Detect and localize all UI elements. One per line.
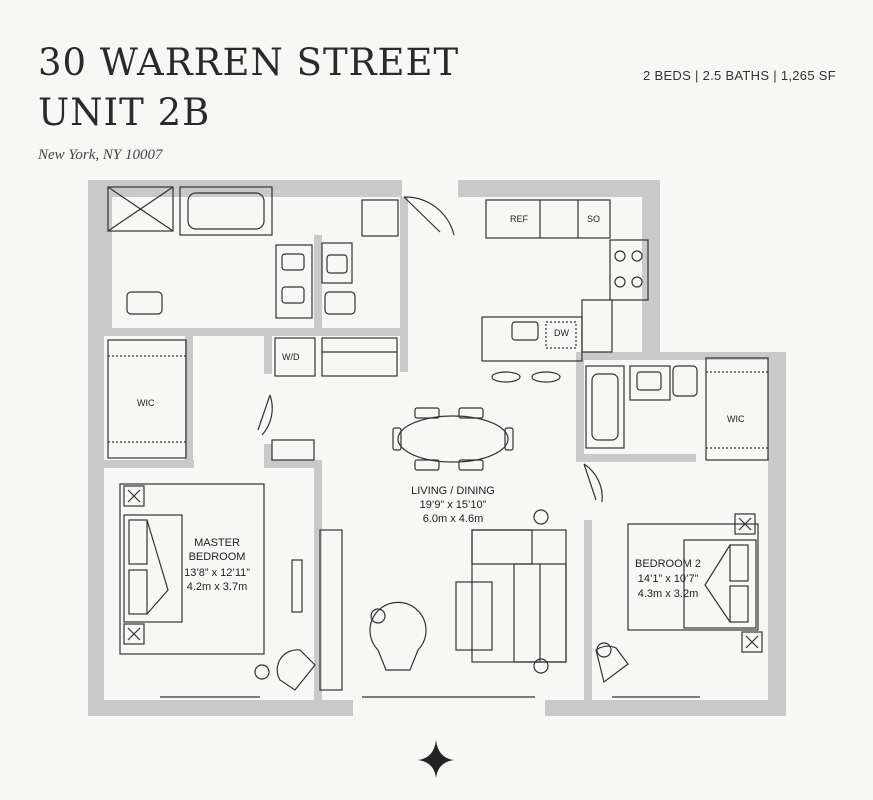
bedroom2-dim-imperial: 14’1” x 10’7” (638, 573, 699, 585)
laundry-closet (274, 337, 316, 377)
vanity-master (275, 244, 313, 319)
bedroom2-bed (683, 539, 757, 629)
shower (107, 186, 174, 232)
vanity-2 (629, 365, 671, 401)
master-name-1: MASTER (194, 537, 240, 549)
vanity-powder (321, 242, 353, 284)
laundry-label: W/D (282, 352, 300, 362)
living-name: LIVING / DINING (411, 485, 495, 497)
address: New York, NY 10007 (38, 147, 163, 163)
master-bed (123, 514, 183, 623)
so-label: SO (587, 214, 600, 224)
cooktop (609, 239, 649, 301)
master-room-outline (119, 483, 265, 655)
bathtub (179, 186, 273, 236)
sofa (471, 529, 567, 663)
armchair-bed2 (595, 645, 629, 684)
coffee-table (455, 581, 493, 651)
bedroom2-dim-metric: 4.3m x 3.2m (638, 588, 699, 600)
wic-right-room (705, 357, 769, 461)
master-dim-metric: 4.2m x 3.7m (187, 581, 248, 593)
master-label: MASTER BEDROOM 13’8” x 12’11” 4.2m x 3.7… (184, 537, 250, 593)
interior-walls (104, 197, 776, 700)
four-point-star-icon (418, 740, 454, 778)
wic-left-room (107, 339, 187, 459)
kitchen-counter-top (485, 199, 611, 239)
bedroom2-name: BEDROOM 2 (635, 558, 701, 570)
bedroom2-label: BEDROOM 2 14’1” x 10’7” 4.3m x 3.2m (635, 558, 701, 600)
unit-specs: 2 BEDS | 2.5 BATHS | 1,265 SF (643, 68, 836, 83)
bathtub-2 (585, 365, 625, 449)
toilet-master (126, 291, 163, 315)
entry-door[interactable] (403, 196, 455, 236)
master-dim-imperial: 13’8” x 12’11” (184, 567, 250, 579)
master-name-2: BEDROOM (189, 551, 246, 563)
armchair-master (276, 649, 316, 691)
living-label: LIVING / DINING 19’9” x 15’10” 6.0m x 4.… (411, 485, 495, 525)
wic-right-label: WIC (727, 414, 745, 424)
title-line-1: 30 WARREN STREET (38, 41, 460, 84)
ref-label: REF (510, 214, 529, 224)
kitchen-island (481, 316, 583, 362)
bedroom2-outline (627, 523, 759, 631)
dining-table (397, 415, 509, 463)
wic-left-label: WIC (137, 398, 155, 408)
living-dim-metric: 6.0m x 4.6m (423, 513, 484, 525)
exterior-walls (88, 180, 786, 716)
title-line-2: UNIT 2B (38, 91, 211, 134)
dw-label: DW (554, 328, 569, 338)
toilet-powder (324, 291, 356, 315)
armchair-living (369, 601, 427, 671)
living-dim-imperial: 19’9” x 15’10” (420, 499, 487, 511)
